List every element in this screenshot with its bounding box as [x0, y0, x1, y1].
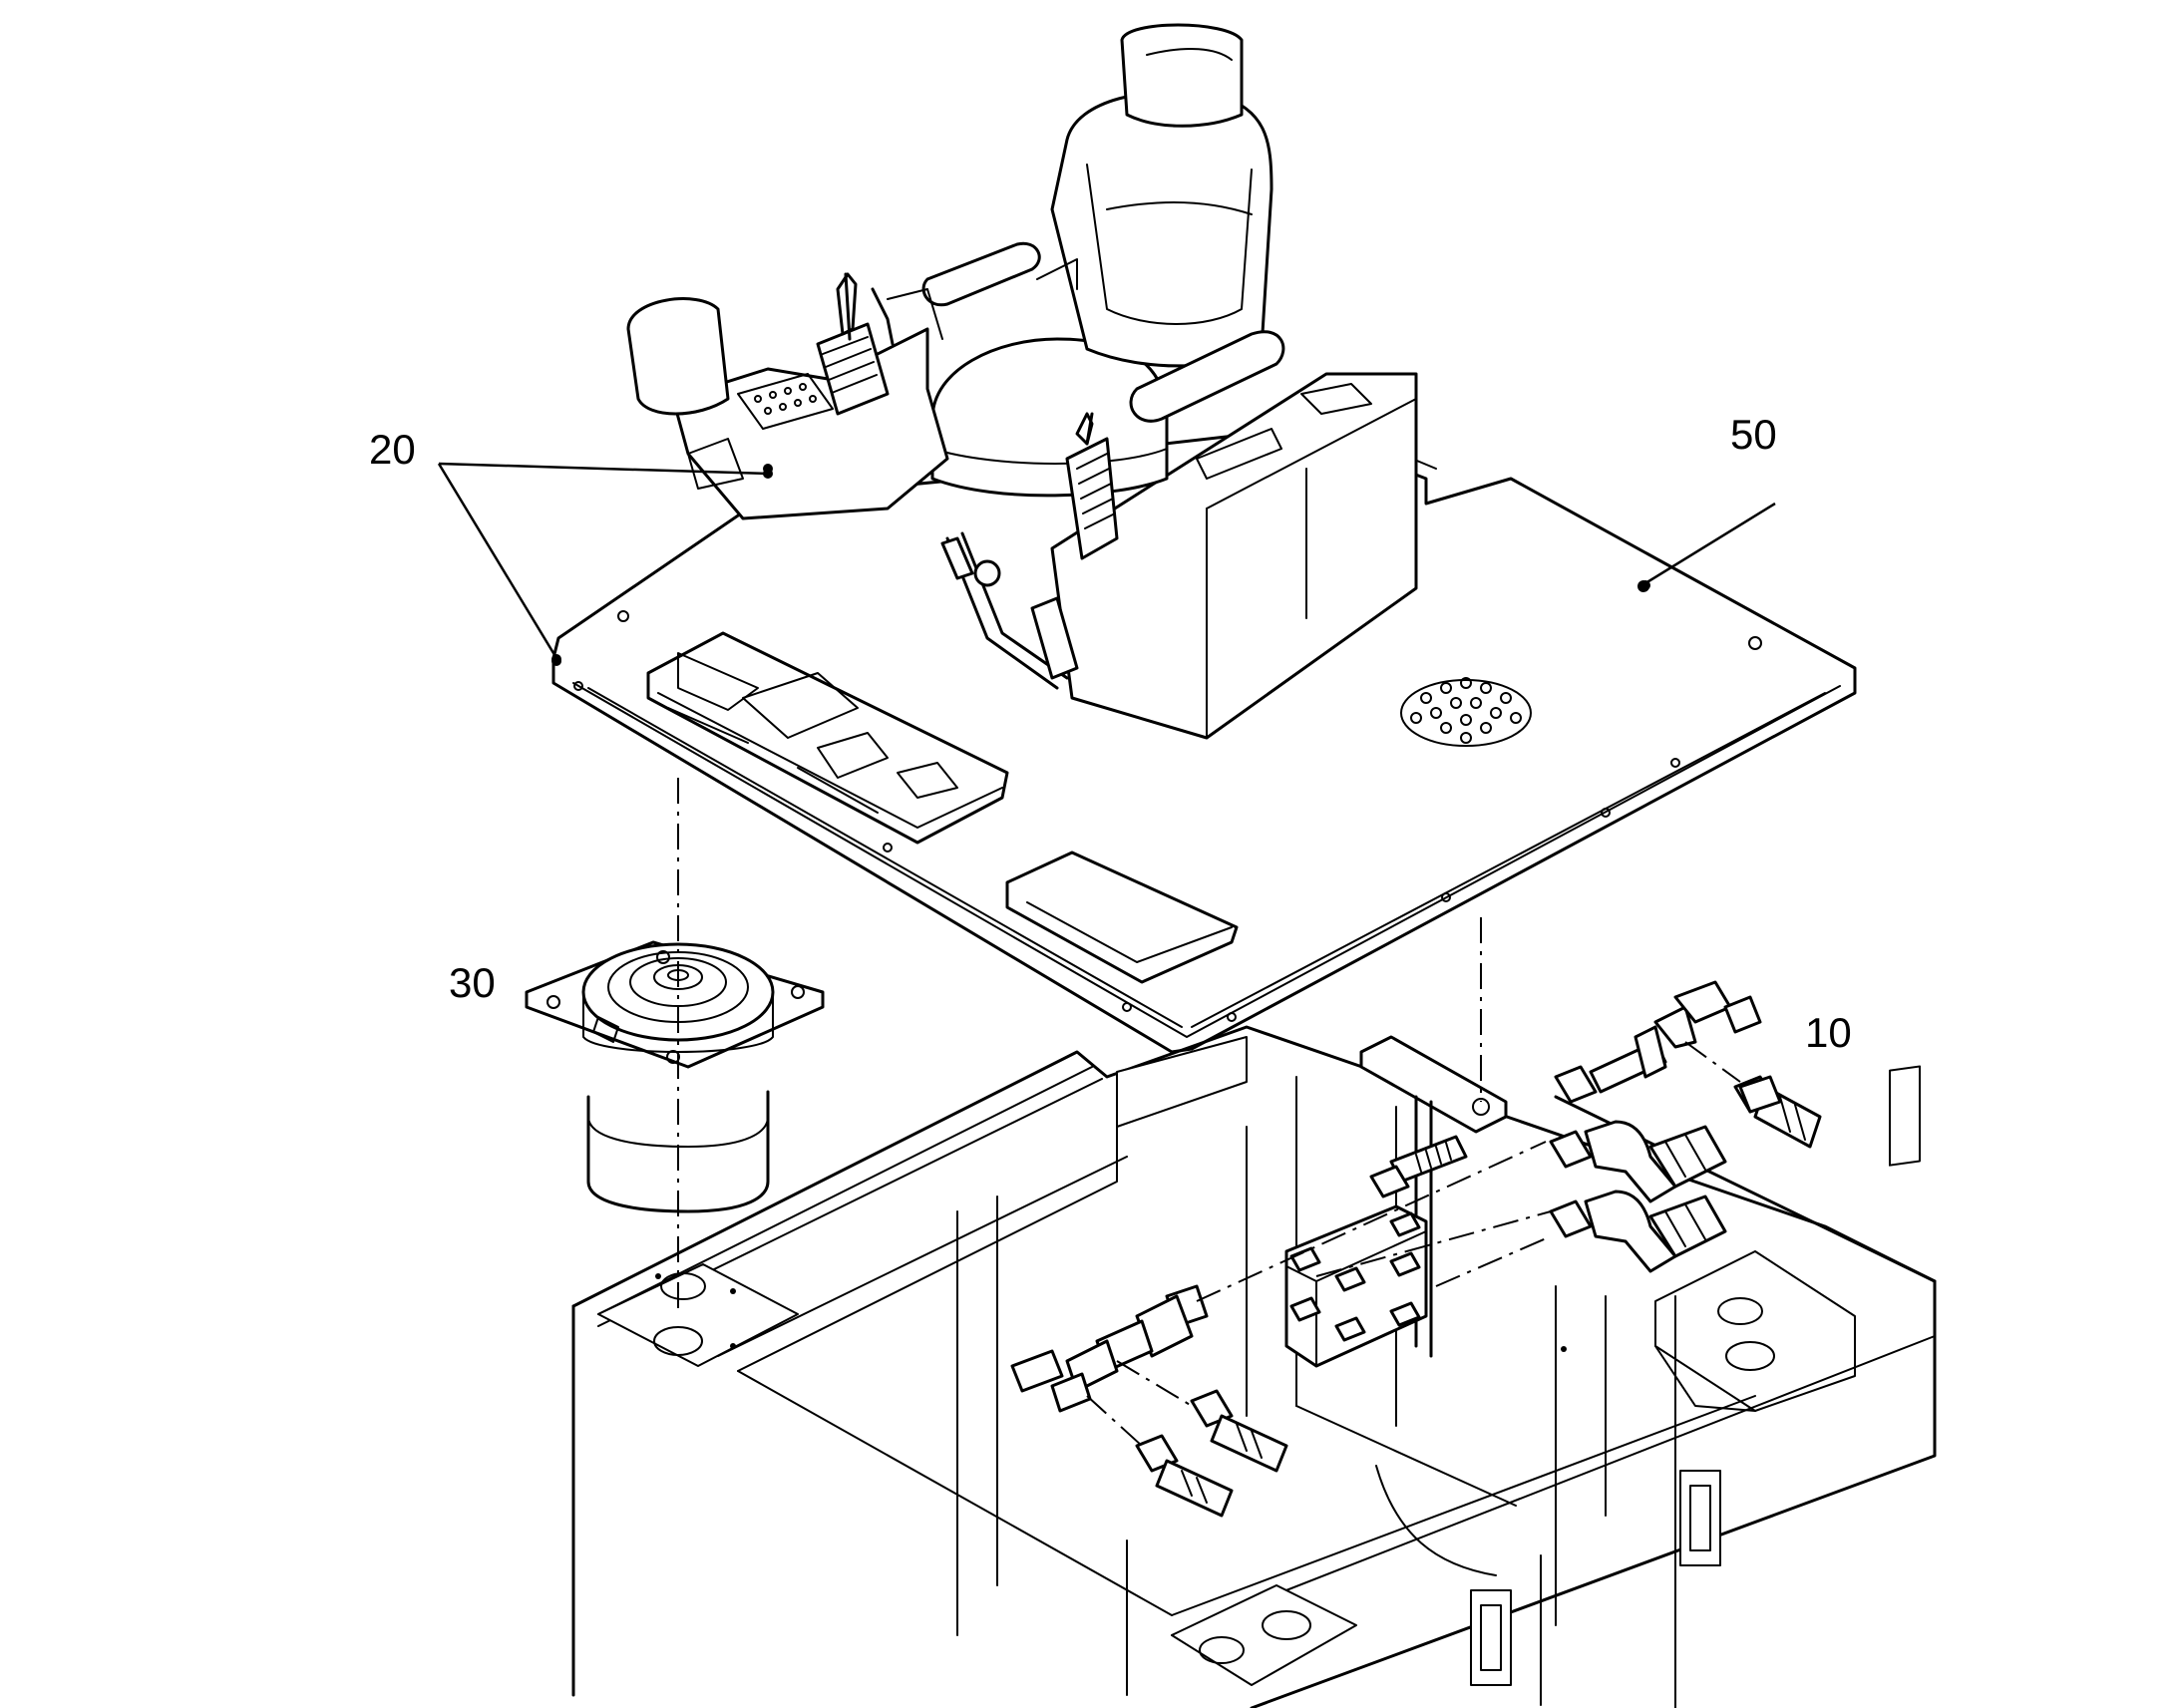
operator-seat-assembly	[626, 23, 1418, 740]
hydraulic-fittings	[1010, 980, 1822, 1518]
leader-lines	[437, 462, 1776, 664]
tee-fitting-left	[1010, 1284, 1288, 1518]
elbow-fitting-upper	[1549, 1120, 1727, 1203]
lower-frame	[571, 1025, 1937, 1708]
callout-50: 50	[1730, 411, 1777, 458]
assembly-centerlines	[677, 778, 1741, 1447]
callout-20: 20	[369, 426, 416, 473]
tee-fitting-right	[1554, 980, 1822, 1149]
callout-10: 10	[1805, 1009, 1852, 1056]
callout-30: 30	[449, 959, 496, 1006]
elbow-fitting-lower	[1549, 1190, 1727, 1273]
swivel-joint	[525, 940, 825, 1213]
